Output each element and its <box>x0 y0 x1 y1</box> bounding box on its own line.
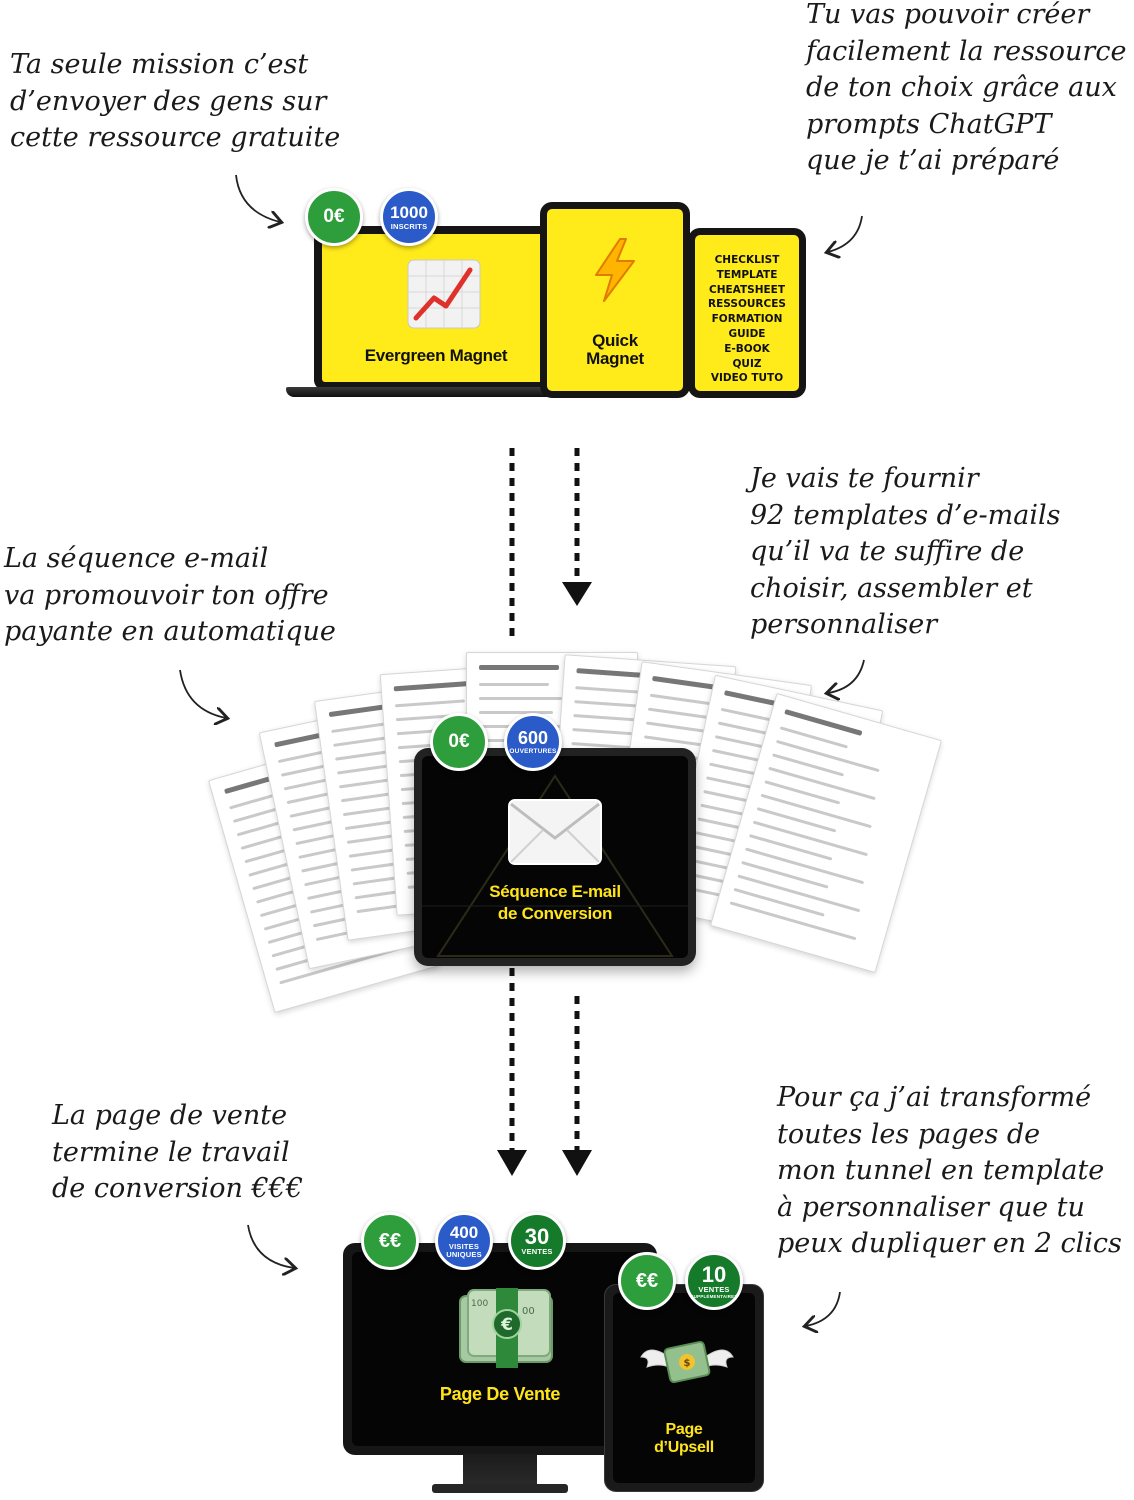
tablet-title-line-2: Magnet <box>586 349 644 368</box>
svg-text:00: 00 <box>522 1306 535 1317</box>
monitor-sales-page: € 100 00 Page De Vente <box>343 1243 657 1455</box>
note-mid-left: La séquence e-mail va promouvoir ton off… <box>4 543 336 647</box>
badge-price-free: 0€ <box>430 713 488 771</box>
svg-text:100: 100 <box>471 1299 488 1309</box>
upsell-title-line-1: Page <box>665 1421 703 1438</box>
badge-price-free: 0€ <box>305 188 363 246</box>
monitor-title: Page De Vente <box>439 1384 561 1404</box>
email-title-line-2: de Conversion <box>497 904 613 923</box>
laptop-evergreen-magnet: Evergreen Magnet <box>314 226 558 390</box>
chart-increasing-icon <box>407 259 481 329</box>
tablet-quick-magnet: Quick Magnet <box>540 202 690 398</box>
resource-item: QUIZ <box>732 357 762 370</box>
lightning-bolt-icon <box>595 238 635 302</box>
resource-item: CHEATSHEET <box>709 283 785 296</box>
resource-item: RESSOURCES <box>708 298 786 311</box>
badge-opens: 600 OUVERTURES <box>504 713 562 771</box>
tablet-screen: Quick Magnet <box>547 209 683 391</box>
note-bottom-left: La page de vente termine le travail de c… <box>52 1100 304 1204</box>
phone-resources: CHECKLIST TEMPLATE CHEATSHEET RESSOURCES… <box>688 228 806 398</box>
money-with-wings-icon: $ <box>640 1340 734 1384</box>
resource-item: VIDEO TUTO <box>710 372 784 385</box>
svg-text:$: $ <box>684 1358 691 1369</box>
note-top-right: Tu vas pouvoir créer facilement la resso… <box>806 0 1127 176</box>
laptop-screen: Evergreen Magnet <box>322 234 550 382</box>
badge-unique-visits: 400 VISITES UNIQUES <box>435 1212 493 1270</box>
badge-upsell-sales: 10 VENTES SUPPLÉMENTAIRES <box>685 1252 743 1310</box>
note-mid-right: Je vais te fournir 92 templates d’e-mail… <box>750 463 1061 640</box>
email-title-line-1: Séquence E-mail <box>489 882 621 901</box>
tablet-upsell-page: $ Page d’Upsell <box>604 1284 764 1492</box>
badge-signups: 1000 INSCRITS <box>380 188 438 246</box>
monitor-screen: € 100 00 Page De Vente <box>352 1252 648 1446</box>
badge-price-paid: €€ <box>361 1212 419 1270</box>
upsell-title-line-2: d’Upsell <box>654 1439 714 1456</box>
resource-item: TEMPLATE <box>716 268 778 281</box>
resource-item: CHECKLIST <box>714 254 780 266</box>
laptop-base <box>286 387 586 397</box>
badge-upsell-price: €€ <box>618 1252 676 1310</box>
svg-text:€: € <box>500 1315 513 1335</box>
resource-item: FORMATION <box>711 313 783 326</box>
badge-sales: 30 VENTES <box>508 1212 566 1270</box>
tablet-title-line-1: Quick <box>592 331 638 350</box>
tablet-screen: $ Page d’Upsell <box>613 1293 755 1483</box>
resource-item: E-BOOK <box>724 342 770 355</box>
monitor-foot <box>432 1484 568 1493</box>
triangle-decoration <box>422 774 688 957</box>
envelope-icon <box>508 799 602 865</box>
resource-list: CHECKLIST TEMPLATE CHEATSHEET RESSOURCES… <box>695 253 799 386</box>
euro-banknotes-icon: € 100 00 <box>459 1288 553 1368</box>
laptop-title: Evergreen Magnet <box>364 346 508 365</box>
note-top-left: Ta seule mission c’est d’envoyer des gen… <box>10 49 341 153</box>
tablet-screen: Séquence E-mail de Conversion <box>422 756 688 958</box>
note-bottom-right: Pour ça j’ai transformé toutes les pages… <box>777 1082 1122 1259</box>
phone-screen: CHECKLIST TEMPLATE CHEATSHEET RESSOURCES… <box>695 235 799 391</box>
tablet-email-sequence: Séquence E-mail de Conversion <box>414 748 696 966</box>
resource-item: GUIDE <box>728 327 766 340</box>
